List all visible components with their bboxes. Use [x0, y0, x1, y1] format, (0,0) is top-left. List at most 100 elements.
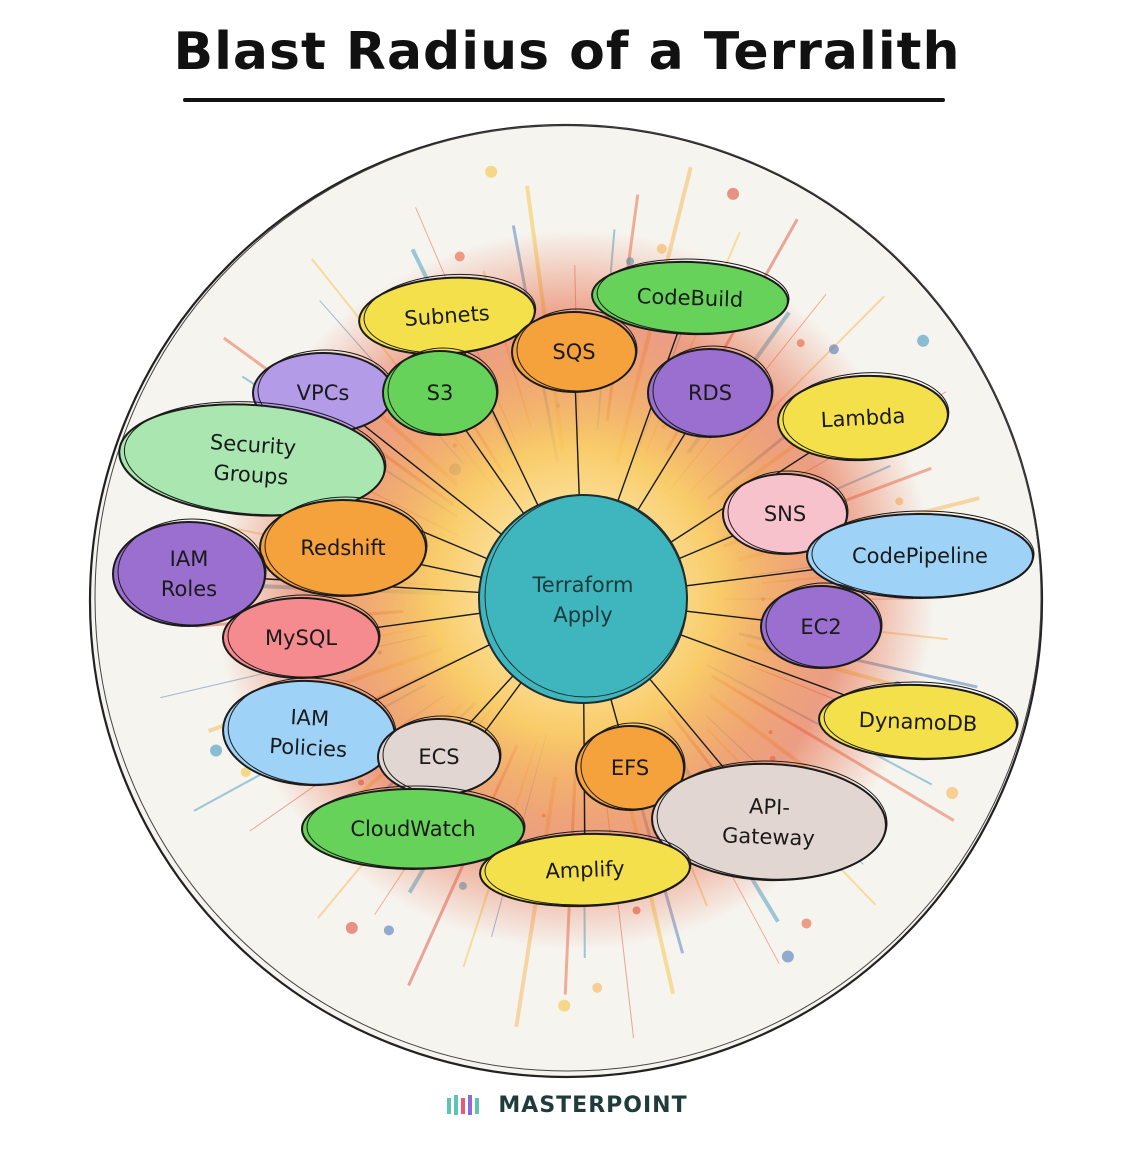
service-node-shape [647, 348, 773, 438]
service-node-shape [651, 762, 887, 882]
service-node-label: API- [749, 794, 791, 819]
service-node: CodePipeline [806, 510, 1035, 599]
service-node-sketch [484, 830, 692, 906]
service-node: ECS [377, 715, 502, 796]
service-node: RDS [647, 345, 774, 438]
service-node-shape [722, 473, 848, 555]
service-node-sketch [123, 401, 387, 516]
service-node-shape [118, 403, 386, 517]
service-node-label: Gateway [722, 823, 816, 850]
service-node-sketch [227, 594, 381, 678]
service-node-label: SQS [552, 340, 595, 364]
explosion-speck [345, 921, 358, 934]
service-node-shape [259, 499, 427, 597]
explosion-speck [383, 925, 394, 936]
service-node-shape [479, 832, 691, 908]
service-node-sketch [811, 510, 1035, 598]
service-node: DynamoDB [818, 681, 1019, 761]
explosion-speck [917, 334, 930, 347]
service-node-sketch [516, 308, 638, 392]
service-node: EC2 [760, 582, 883, 669]
service-node-sketch [652, 345, 774, 437]
service-node: Subnets [358, 273, 537, 356]
service-node-shape [777, 374, 949, 462]
center-label-line1: Terraform [532, 573, 634, 597]
service-node-shape [575, 725, 685, 811]
service-node: EFS [575, 722, 686, 811]
service-node-label: VPCs [297, 381, 350, 405]
service-node-label: S3 [427, 381, 454, 405]
service-node-label: MySQL [265, 626, 337, 650]
explosion-speck [558, 999, 571, 1012]
service-node: IAM Policies [222, 677, 397, 787]
service-node-label: Subnets [404, 301, 491, 331]
service-node-label: EFS [611, 756, 649, 780]
service-node-shape [806, 513, 1034, 599]
service-node-label: CodePipeline [852, 544, 988, 568]
explosion-speck [485, 165, 498, 178]
footer-brand: MASTERPOINT [0, 1092, 1134, 1118]
service-node-shape [760, 585, 882, 669]
service-node-label: IAM [170, 547, 209, 571]
blast-circle-sketch [94, 124, 1042, 1072]
service-node-label: SNS [764, 502, 806, 526]
service-node-shape [112, 521, 266, 627]
service-node: API- Gateway [651, 760, 888, 882]
center-node-shape [478, 494, 688, 704]
service-node-sketch [656, 760, 888, 880]
brand-name: MASTERPOINT [498, 1092, 688, 1118]
service-node-label: Redshift [300, 536, 385, 560]
service-node-sketch [823, 681, 1019, 759]
explosion-speck [801, 918, 812, 929]
service-node: SNS [722, 470, 849, 555]
service-node-shape [382, 350, 498, 436]
explosion-speck [592, 982, 603, 993]
explosion-speck [240, 767, 251, 778]
service-node-shape [591, 260, 789, 336]
service-node-shape [818, 683, 1018, 761]
service-node-label: DynamoDB [858, 708, 977, 736]
center-label-line2: Apply [553, 603, 612, 627]
service-node-sketch [727, 470, 849, 554]
service-node: Lambda [777, 372, 950, 462]
explosion-speck [727, 187, 740, 200]
service-node: CodeBuild [591, 258, 790, 336]
diagram-title: Blast Radius of a Terralith [173, 22, 961, 82]
service-node: Amplify [479, 830, 692, 908]
service-node-label: ECS [418, 745, 459, 769]
service-node-label: CodeBuild [636, 284, 743, 312]
service-node-sketch [306, 785, 526, 869]
service-node-shape [511, 311, 637, 393]
masterpoint-logo-icon [447, 1095, 480, 1115]
service-node-label: Lambda [820, 404, 906, 432]
service-node-label: IAM [290, 705, 330, 731]
explosion-speck [781, 950, 794, 963]
service-node-sketch [782, 372, 950, 460]
service-node-sketch [117, 518, 267, 626]
explosion-speck [946, 786, 959, 799]
service-node-label: EC2 [800, 615, 841, 639]
service-node-sketch [765, 582, 883, 668]
explosion-speck [210, 744, 223, 757]
service-node-label: Groups [213, 460, 289, 489]
service-node-sketch [264, 496, 428, 596]
service-node-shape [301, 788, 525, 870]
service-node-label: RDS [688, 381, 732, 405]
service-node: CloudWatch [301, 785, 526, 870]
center-node-sketch [484, 494, 688, 698]
center-node: Terraform Apply [478, 494, 688, 704]
service-node-label: CloudWatch [350, 817, 475, 841]
service-node-sketch [596, 258, 790, 334]
service-node-sketch [580, 722, 686, 810]
service-node: Redshift [259, 496, 428, 597]
service-node-label: Policies [269, 734, 348, 762]
service-node-label: Amplify [545, 857, 625, 884]
title-underline [183, 98, 945, 102]
service-node: S3 [382, 347, 499, 436]
service-node-sketch [387, 347, 499, 435]
service-node: SQS [511, 308, 638, 393]
